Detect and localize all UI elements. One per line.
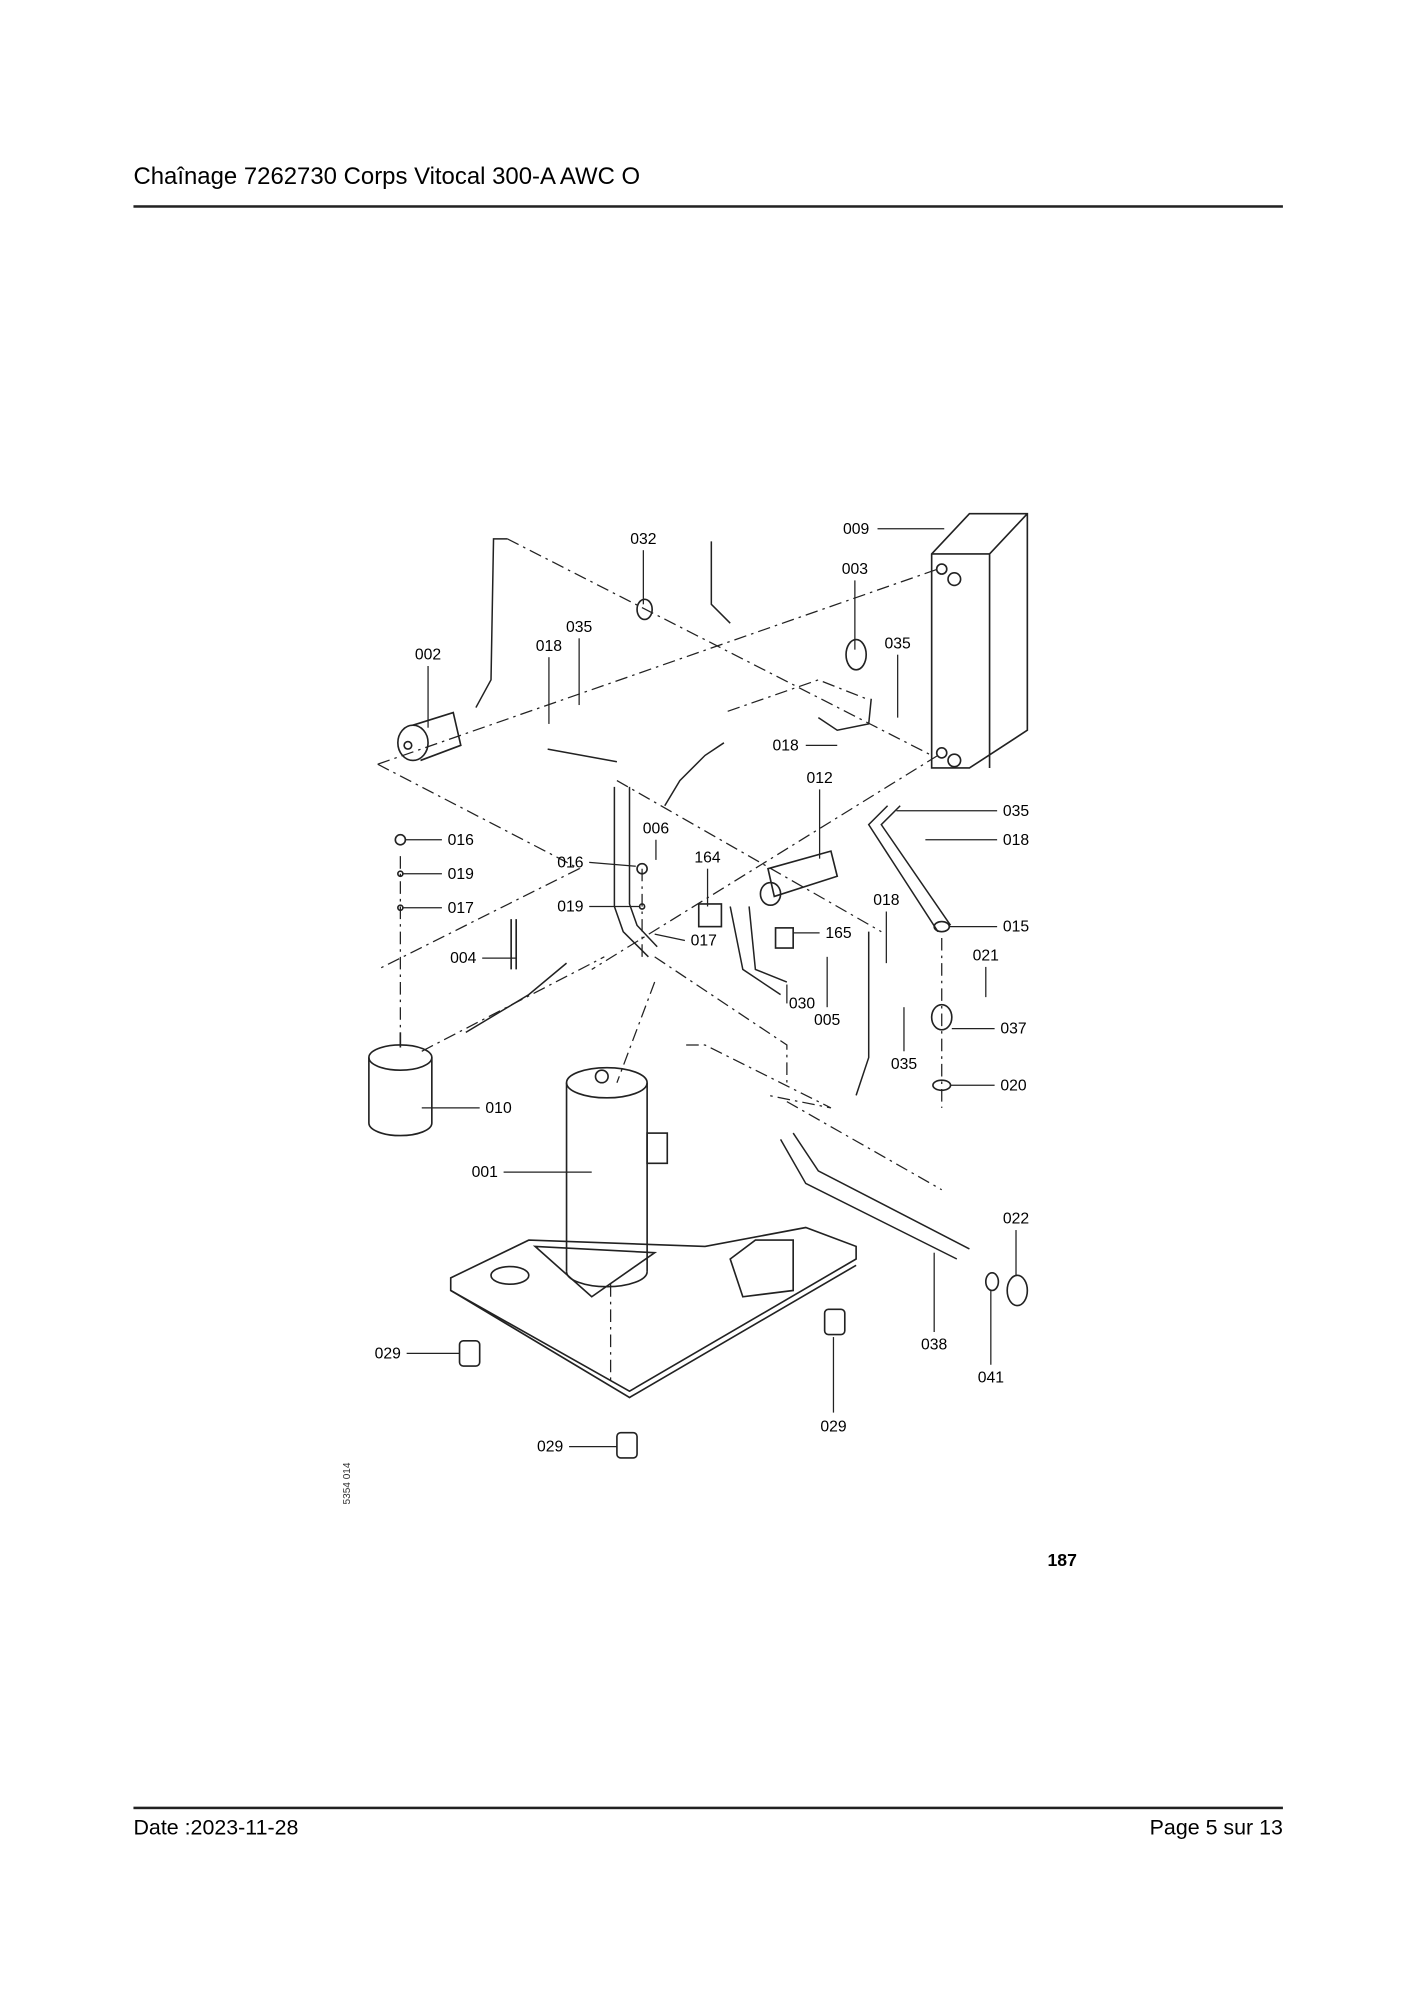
callout-003: 003 [841, 560, 868, 578]
callout-004: 004 [450, 949, 477, 967]
callout-009: 009 [842, 519, 870, 538]
base-plate-shape [449, 1226, 857, 1399]
mounting-feet [458, 1308, 846, 1459]
fittings [394, 598, 1029, 1307]
callout-035: 035 [890, 1055, 918, 1073]
drawing-reference-code: 5354 014 [341, 1462, 353, 1505]
callout-035: 035 [1002, 801, 1030, 820]
callout-035: 035 [566, 618, 593, 636]
callout-019: 019 [557, 897, 584, 916]
callout-041: 041 [977, 1368, 1004, 1387]
callout-037: 037 [1000, 1019, 1027, 1038]
callout-019: 019 [447, 864, 474, 883]
callout-018: 018 [535, 637, 563, 655]
heat-exchanger-shape [930, 512, 1029, 769]
header-divider [133, 205, 1283, 208]
callout-018: 018 [772, 736, 799, 755]
callout-016: 016 [557, 853, 584, 872]
callout-015: 015 [1002, 917, 1030, 936]
callout-017: 017 [690, 931, 717, 950]
callout-164: 164 [694, 848, 721, 867]
filter-shape [397, 711, 462, 762]
callout-001: 001 [471, 1163, 498, 1181]
page-counter: Page 5 sur 13 [1149, 1815, 1283, 1840]
valve-block-shape [697, 850, 839, 949]
callout-005: 005 [814, 1010, 841, 1029]
callout-029: 029 [820, 1417, 847, 1436]
callout-002: 002 [414, 645, 442, 664]
callout-165: 165 [825, 924, 852, 942]
footer-date: Date :2023-11-28 [133, 1815, 299, 1840]
accumulator-shape [368, 1032, 433, 1137]
footer-divider [133, 1806, 1283, 1809]
callout-012: 012 [806, 769, 833, 787]
callout-035: 035 [884, 634, 911, 653]
callout-029: 029 [537, 1437, 564, 1456]
pipes [465, 538, 970, 1260]
callout-006: 006 [642, 819, 670, 838]
callout-029: 029 [374, 1344, 401, 1363]
leader-lines [402, 528, 1017, 1448]
callout-010: 010 [485, 1099, 512, 1117]
callout-020: 020 [1000, 1076, 1027, 1095]
callout-018: 018 [1002, 830, 1030, 849]
callout-018: 018 [873, 891, 900, 909]
callout-021: 021 [972, 946, 999, 965]
figure-number: 187 [1047, 1549, 1077, 1570]
callout-017: 017 [447, 898, 474, 917]
callout-016: 016 [447, 830, 474, 849]
callout-038: 038 [921, 1335, 948, 1354]
callout-022: 022 [1002, 1209, 1030, 1228]
callout-030: 030 [788, 994, 816, 1013]
page-title: Chaînage 7262730 Corps Vitocal 300-A AWC… [133, 163, 641, 191]
callout-032: 032 [630, 530, 657, 548]
